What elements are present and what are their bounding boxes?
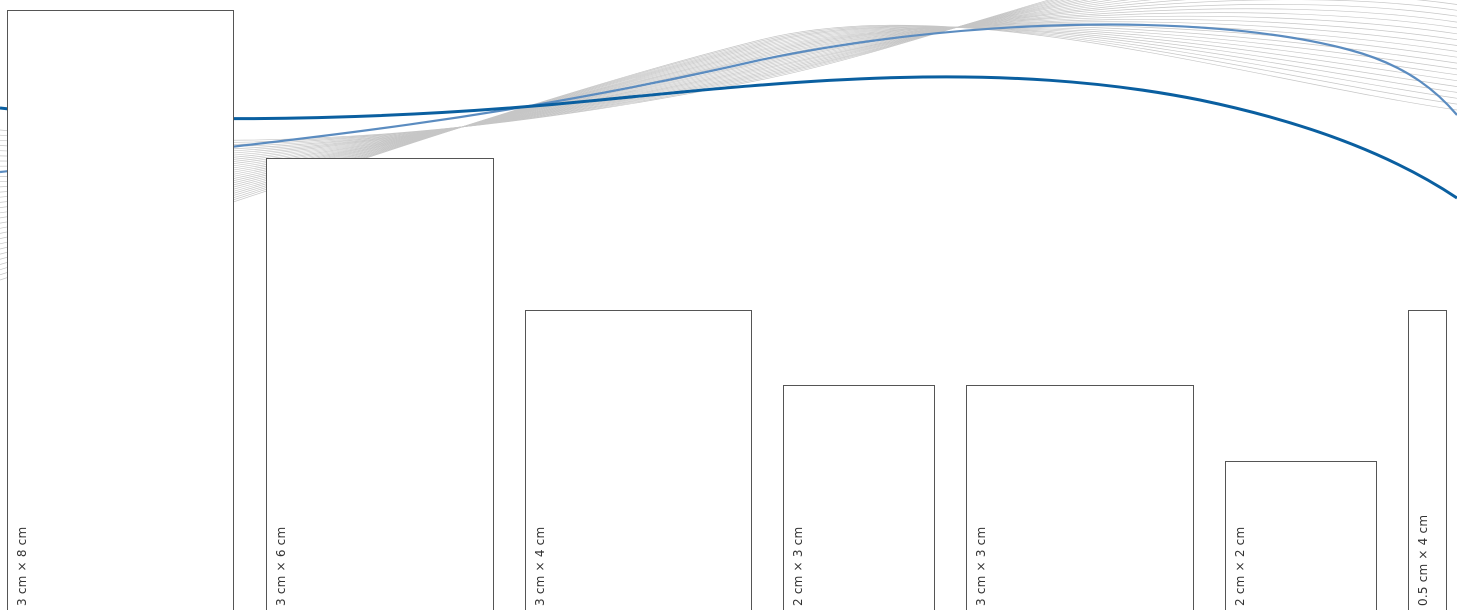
size-box-label: 2 cm × 2 cm <box>1233 526 1247 606</box>
faint-wave-line <box>0 0 1080 158</box>
faint-wave-line <box>0 0 1073 153</box>
faint-wave-line <box>0 0 1113 172</box>
faint-wave-line <box>0 0 1050 141</box>
secondary-wave-line <box>0 23 1457 174</box>
size-box-label: 3 cm × 6 cm <box>274 526 288 606</box>
faint-wave-line <box>0 0 1066 150</box>
size-box-3x8: 3 cm × 8 cm <box>7 10 234 610</box>
faint-wave-line <box>0 0 1089 162</box>
size-box-2x3: 2 cm × 3 cm <box>783 385 935 610</box>
size-box-3x6: 3 cm × 6 cm <box>266 158 494 610</box>
size-box-label: 3 cm × 4 cm <box>533 526 547 606</box>
faint-wave-line <box>0 0 1130 177</box>
size-box-label: 3 cm × 8 cm <box>15 526 29 606</box>
size-box-label: 2 cm × 3 cm <box>791 526 805 606</box>
size-box-2x2: 2 cm × 2 cm <box>1225 461 1377 610</box>
size-box-label: 3 cm × 3 cm <box>974 526 988 606</box>
size-box-3x4: 3 cm × 4 cm <box>525 310 752 610</box>
size-box-3x3: 3 cm × 3 cm <box>966 385 1194 610</box>
size-box-label: 0.5 cm × 4 cm <box>1416 514 1430 606</box>
faint-wave-line <box>0 0 1152 183</box>
size-box-0-5x4: 0.5 cm × 4 cm <box>1408 310 1447 610</box>
faint-wave-line <box>0 0 1100 167</box>
